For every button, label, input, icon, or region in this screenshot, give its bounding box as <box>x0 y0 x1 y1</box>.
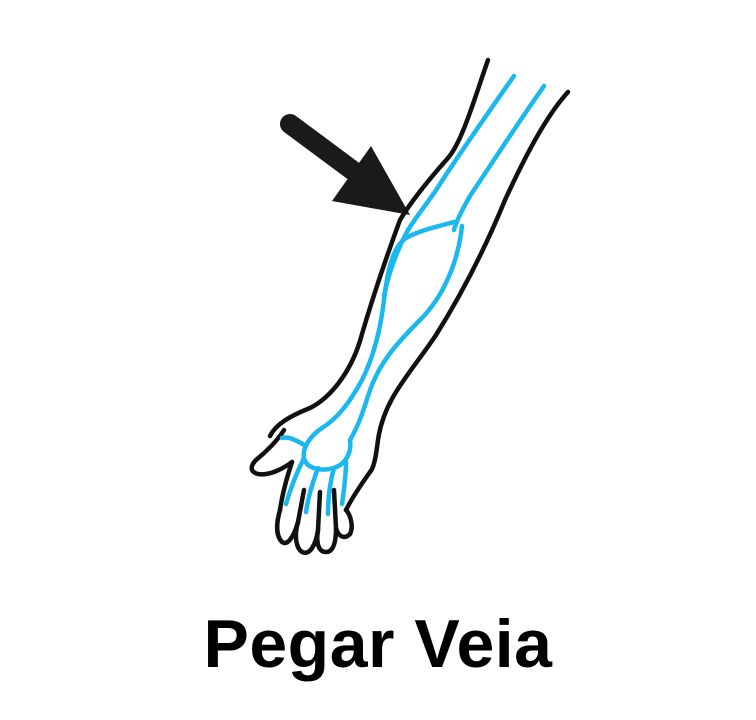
vein-forearm-right <box>347 223 465 443</box>
arm-outline-right <box>367 89 571 475</box>
finger-separator-3 <box>331 487 339 531</box>
arrow-icon <box>280 114 410 215</box>
arm-outline-left <box>267 57 491 439</box>
finger-3-outline <box>315 525 339 555</box>
vein-finger-3 <box>325 465 337 517</box>
arm-vein-pictogram <box>249 57 571 555</box>
vein-main-right <box>451 83 547 233</box>
arrow-shaft <box>280 114 362 180</box>
vein-wrist-loop <box>301 425 353 472</box>
finger-4-outline <box>333 507 354 540</box>
vein-elbow-loop <box>319 219 457 431</box>
vein-icon <box>279 73 547 517</box>
vein-main-left <box>381 73 517 299</box>
finger-2-outline <box>293 519 321 555</box>
thumb-outline <box>249 427 295 477</box>
arrow-head <box>332 146 410 215</box>
arm-icon <box>249 57 571 555</box>
vein-finger-1 <box>283 455 307 507</box>
finger-separator-1 <box>295 487 307 525</box>
vein-finger-4 <box>339 459 349 507</box>
caption-title: Pegar Veia <box>203 606 553 682</box>
finger-separator-2 <box>315 489 323 533</box>
palm-outline <box>277 459 373 513</box>
vein-finger-2 <box>303 465 321 515</box>
vein-thumb <box>279 435 309 449</box>
